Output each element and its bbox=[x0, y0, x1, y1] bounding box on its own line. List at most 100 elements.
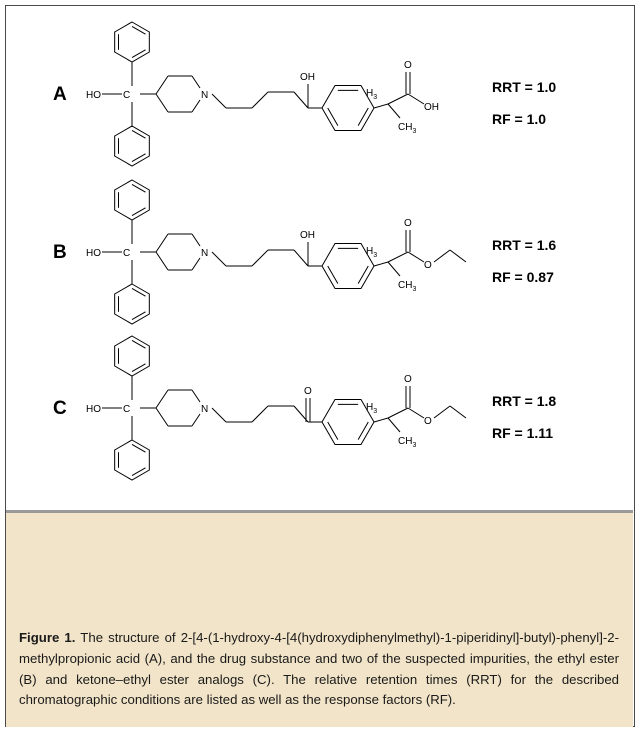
atom-ch3: CH3 bbox=[398, 280, 416, 293]
atom-oh: OH bbox=[300, 72, 315, 83]
atom-ch3: CH3 bbox=[398, 436, 416, 449]
double-bond bbox=[357, 107, 369, 126]
chain-bond bbox=[251, 91, 269, 109]
phenyl-ring bbox=[114, 125, 150, 167]
bond bbox=[449, 405, 467, 419]
piperidine-bond bbox=[191, 99, 201, 113]
bond bbox=[387, 103, 401, 119]
atom-ho: HO bbox=[86, 248, 101, 259]
phenyl-ring bbox=[114, 439, 150, 481]
chain-bond bbox=[293, 249, 309, 267]
atom-ho: HO bbox=[86, 90, 101, 101]
piperidine-bond bbox=[191, 257, 201, 271]
double-bond bbox=[131, 183, 146, 193]
bond bbox=[407, 407, 425, 419]
double-bond bbox=[131, 129, 146, 139]
atom-h3c: H3 bbox=[366, 402, 377, 415]
double-bond bbox=[327, 421, 339, 440]
chain-bond bbox=[211, 93, 227, 109]
double-bond bbox=[131, 443, 146, 453]
compound-label: A bbox=[53, 84, 67, 105]
piperidine-bond bbox=[155, 75, 169, 95]
atom-o: O bbox=[404, 374, 412, 385]
rf-value: RF = 1.11 bbox=[492, 425, 553, 441]
rf-value: RF = 1.0 bbox=[492, 111, 546, 127]
double-bond bbox=[131, 153, 146, 163]
caption-text: The structure of 2-[4-(1-hydroxy-4-[4(hy… bbox=[19, 630, 619, 708]
atom-h3c: H3 bbox=[366, 246, 377, 259]
double-bond bbox=[131, 207, 146, 217]
rrt-value: RRT = 1.8 bbox=[492, 393, 556, 409]
figure-caption: Figure 1. The structure of 2-[4-(1-hydro… bbox=[19, 628, 619, 711]
caption-label: Figure 1. bbox=[19, 630, 76, 645]
atom-o: O bbox=[404, 60, 412, 71]
chain-bond bbox=[211, 407, 227, 423]
piperidine-bond bbox=[191, 233, 201, 247]
atom-c: C bbox=[123, 90, 130, 101]
double-bond bbox=[131, 363, 146, 373]
atom-c: C bbox=[123, 404, 130, 415]
piperidine-bond bbox=[191, 389, 201, 403]
piperidine-bond bbox=[155, 389, 169, 409]
double-bond bbox=[131, 25, 146, 35]
piperidine-bond bbox=[155, 407, 169, 427]
phenyl-ring bbox=[114, 179, 150, 221]
phenylene-ring bbox=[321, 242, 375, 290]
atom-o: O bbox=[424, 260, 432, 271]
piperidine-bond bbox=[191, 413, 201, 427]
atom-o: O bbox=[404, 218, 412, 229]
phenyl-ring bbox=[114, 335, 150, 377]
rrt-value: RRT = 1.0 bbox=[492, 79, 556, 95]
piperidine-bond bbox=[155, 251, 169, 271]
double-bond bbox=[131, 49, 146, 59]
chain-bond bbox=[251, 249, 269, 267]
chain-bond bbox=[251, 405, 269, 423]
chain-bond bbox=[211, 251, 227, 267]
double-bond bbox=[357, 421, 369, 440]
compound-label: B bbox=[53, 242, 67, 263]
bond bbox=[433, 249, 451, 263]
caption-box: Figure 1. The structure of 2-[4-(1-hydro… bbox=[6, 510, 633, 727]
rrt-value: RRT = 1.6 bbox=[492, 237, 556, 253]
bond bbox=[387, 417, 401, 433]
phenyl-ring bbox=[114, 21, 150, 63]
atom-ch3: CH3 bbox=[398, 122, 416, 135]
bond bbox=[373, 103, 389, 109]
double-bond bbox=[327, 107, 339, 126]
atom-n: N bbox=[201, 90, 208, 101]
bond bbox=[433, 405, 451, 419]
compound-label: C bbox=[53, 398, 67, 419]
atom-n: N bbox=[201, 248, 208, 259]
atom-h3c: H3 bbox=[366, 88, 377, 101]
atom-oh: OH bbox=[300, 230, 315, 241]
double-bond bbox=[357, 265, 369, 284]
double-bond bbox=[131, 311, 146, 321]
bond bbox=[387, 93, 409, 105]
bond bbox=[373, 261, 389, 267]
bond bbox=[373, 417, 389, 423]
piperidine-bond bbox=[155, 93, 169, 113]
phenylene-ring bbox=[321, 398, 375, 446]
atom-o: O bbox=[304, 386, 312, 397]
piperidine-bond bbox=[155, 233, 169, 253]
double-bond bbox=[327, 265, 339, 284]
atom-c: C bbox=[123, 248, 130, 259]
piperidine-bond bbox=[191, 75, 201, 89]
atom-n: N bbox=[201, 404, 208, 415]
phenyl-ring bbox=[114, 283, 150, 325]
rf-value: RF = 0.87 bbox=[492, 269, 554, 285]
chain-bond bbox=[293, 91, 309, 109]
double-bond bbox=[131, 287, 146, 297]
bond bbox=[407, 93, 425, 105]
bond bbox=[449, 249, 467, 263]
atom-o: O bbox=[424, 416, 432, 427]
atom-ho: HO bbox=[86, 404, 101, 415]
atom-oh: OH bbox=[424, 102, 439, 113]
double-bond bbox=[131, 467, 146, 477]
bond bbox=[387, 251, 409, 263]
